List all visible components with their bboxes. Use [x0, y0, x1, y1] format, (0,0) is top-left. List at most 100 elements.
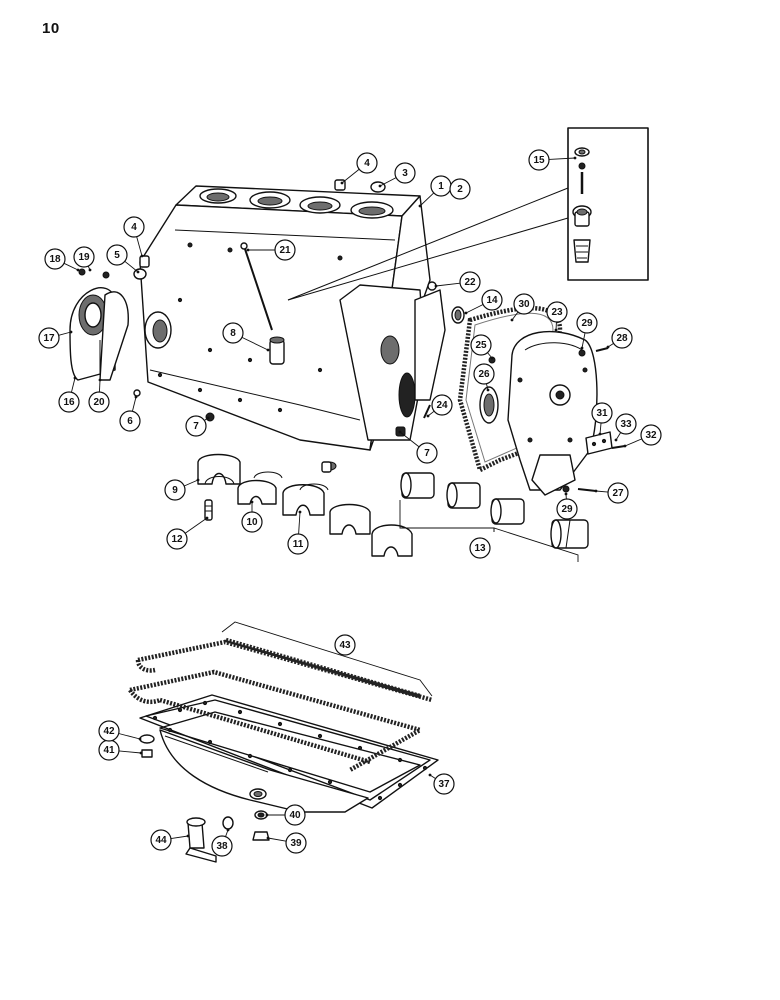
callout-leader: [581, 332, 586, 349]
leader-tip: [428, 773, 432, 777]
callout-c8: 8: [222, 322, 270, 352]
callout-circle: [607, 482, 629, 504]
callout-label: 37: [438, 779, 450, 790]
callout-circle: [528, 149, 550, 171]
callout-leader: [267, 837, 287, 842]
callout-circle: [449, 178, 471, 200]
callout-leader: [379, 177, 397, 187]
callout-leader: [465, 304, 484, 314]
callout-c15: 15: [528, 149, 577, 171]
leader-tip: [265, 813, 269, 817]
oil-pan-gaskets: [128, 621, 433, 772]
callout-circle: [285, 832, 307, 854]
callout-circle: [433, 773, 455, 795]
oil-pan: [139, 694, 439, 813]
callout-circle: [222, 322, 244, 344]
callout-c38: 38: [211, 828, 233, 857]
callout-circle: [513, 293, 535, 315]
callout-label: 33: [620, 419, 632, 430]
leader-tip: [88, 268, 92, 272]
leader-tip: [580, 346, 584, 350]
callout-label: 32: [645, 430, 657, 441]
leader-tip: [73, 376, 77, 380]
main-bearing-caps: [197, 453, 413, 557]
leader-tip: [136, 270, 140, 274]
callout-c31: 31: [591, 402, 613, 436]
callout-label: 1: [438, 181, 444, 192]
callout-c4a: 4: [340, 152, 378, 185]
callout-label: 31: [596, 408, 608, 419]
callout-label: 15: [533, 155, 545, 166]
leader-tip: [418, 204, 422, 208]
callout-circle: [640, 424, 662, 446]
callout-c11: 11: [287, 510, 309, 555]
callout-label: 2: [457, 184, 463, 195]
cam-bearings: [399, 472, 589, 562]
rear-seal-retainer: [69, 268, 129, 381]
leader-tip: [623, 444, 627, 448]
leader-tip: [134, 395, 138, 399]
callout-label: 23: [551, 307, 563, 318]
callout-circle: [556, 498, 578, 520]
callout-circle: [98, 720, 120, 742]
callout-c41: 41: [98, 739, 143, 761]
callout-label: 44: [155, 835, 167, 846]
callout-circle: [481, 289, 503, 311]
callout-leader: [184, 517, 208, 534]
callout-c16: 16: [58, 376, 80, 413]
callout-c26: 26: [473, 363, 495, 392]
callout-label: 5: [114, 250, 120, 261]
callout-c17: 17: [38, 327, 73, 349]
callout-circle: [44, 248, 66, 270]
callout-c7b: 7: [398, 430, 438, 464]
callout-circle: [284, 804, 306, 826]
leader-tip: [594, 489, 598, 493]
callout-c25: 25: [470, 334, 494, 360]
callout-label: 22: [464, 277, 476, 288]
callout-label: 11: [293, 539, 304, 550]
callout-c40: 40: [265, 804, 306, 826]
callout-c4b: 4: [123, 216, 145, 258]
callout-c27: 27: [594, 482, 629, 504]
callout-circle: [211, 835, 233, 857]
leader-tip: [573, 156, 577, 160]
leader-tip: [226, 828, 230, 832]
callout-leader: [63, 262, 79, 271]
callout-leader: [548, 157, 576, 160]
leader-tip: [398, 430, 402, 434]
leader-tip: [140, 254, 144, 258]
callout-label: 7: [193, 421, 199, 432]
callout-circle: [576, 312, 598, 334]
callout-c44: 44: [150, 829, 190, 851]
callout-leader: [624, 438, 642, 447]
callout-c42: 42: [98, 720, 142, 742]
callout-circle: [459, 271, 481, 293]
callout-leader: [298, 511, 301, 535]
callout-label: 29: [581, 318, 593, 329]
callout-c33: 33: [614, 413, 637, 442]
leader-tip: [554, 328, 558, 332]
callout-circle: [469, 537, 491, 559]
leader-tip: [486, 388, 490, 392]
callout-c10: 10: [241, 500, 263, 533]
callout-c32: 32: [623, 424, 662, 448]
callout-leader: [511, 311, 519, 321]
callout-label: 18: [49, 254, 61, 265]
leader-tip: [138, 737, 142, 741]
callout-leader: [183, 479, 199, 487]
seal-14: [451, 306, 465, 324]
callout-leader: [58, 331, 72, 336]
callout-leader: [341, 168, 360, 184]
callout-circle: [123, 216, 145, 238]
leader-tip: [246, 248, 250, 252]
callout-c29a: 29: [576, 312, 598, 350]
callout-leader: [118, 750, 142, 754]
leader-tip: [69, 330, 73, 334]
callout-circle: [591, 402, 613, 424]
callout-label: 14: [486, 295, 498, 306]
leader-tip: [196, 478, 200, 482]
callout-c12: 12: [166, 516, 209, 550]
callout-label: 40: [289, 810, 301, 821]
leader-tip: [98, 378, 102, 382]
callout-label: 12: [171, 534, 183, 545]
